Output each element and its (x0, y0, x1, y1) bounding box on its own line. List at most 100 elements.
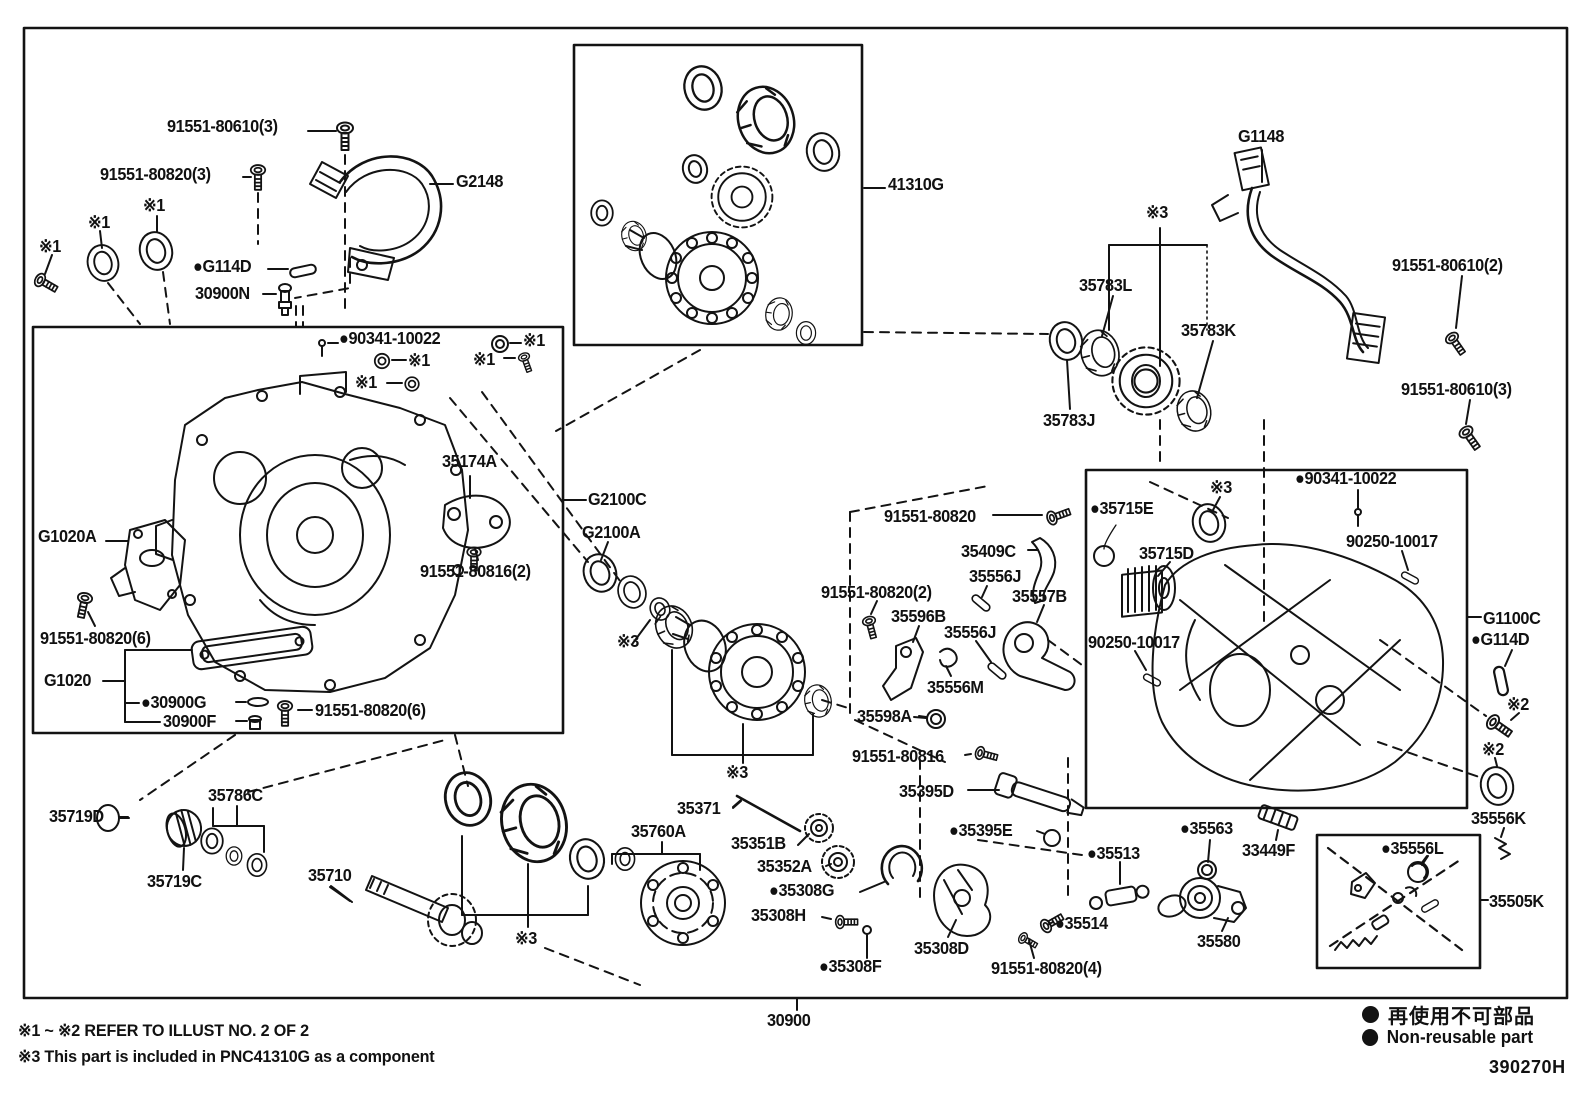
part-label-35556M[interactable]: 35556M (927, 677, 984, 697)
part-35395E-oring (1043, 829, 1061, 847)
footnote-ref-illust: ※1 ~ ※2 REFER TO ILLUST NO. 2 OF 2 (18, 1021, 309, 1040)
part-label-30900G[interactable]: ●30900G (141, 692, 207, 712)
part-label-9025010017[interactable]: 90250-10017 (1346, 531, 1438, 551)
part-label-G2148[interactable]: G2148 (456, 171, 504, 191)
part-label-35719D[interactable]: 35719D (49, 806, 104, 826)
part-label-91551806103[interactable]: 91551-80610(3) (167, 116, 278, 136)
part-label-35556J[interactable]: 35556J (969, 566, 1022, 586)
part-label-G1100C[interactable]: G1100C (1483, 608, 1541, 628)
part-label-9034110022[interactable]: ●90341-10022 (1295, 468, 1397, 488)
part-35174A-drawing (442, 475, 511, 572)
part-label-G2100C[interactable]: G2100C (588, 489, 647, 509)
part-label-35395D[interactable]: 35395D (899, 781, 954, 801)
footnote-pnc-component: ※3 This part is included in PNC41310G as… (18, 1047, 435, 1066)
part-label-35174A[interactable]: 35174A (442, 451, 497, 471)
part-label-35563[interactable]: ●35563 (1180, 818, 1233, 838)
part-G114D-30900N (262, 262, 318, 316)
part-label-35715E[interactable]: ●35715E (1090, 498, 1154, 518)
part-label-35308H[interactable]: 35308H (751, 905, 806, 925)
part-label-91551808202[interactable]: 91551-80820(2) (821, 582, 932, 602)
ref-marker-note1: ※1 (408, 350, 430, 370)
parts-shift-cluster (860, 504, 1085, 847)
ref-marker-note1: ※1 (39, 236, 61, 256)
part-label-35351B[interactable]: 35351B (731, 833, 786, 853)
part-label-9155180816[interactable]: 91551-80816 (852, 746, 944, 766)
part-35308G-horseshoe (880, 844, 924, 886)
part-label-91551808203[interactable]: 91551-80820(3) (100, 164, 211, 184)
part-label-35505K[interactable]: 35505K (1489, 891, 1544, 911)
part-label-G1020[interactable]: G1020 (44, 670, 92, 690)
part-label-G114D[interactable]: ●G114D (1471, 629, 1530, 649)
part-35710-shaft (330, 875, 483, 947)
part-label-9034110022[interactable]: ●90341-10022 (339, 328, 441, 348)
ref-marker-note1: ※1 (355, 372, 377, 392)
part-label-35783J[interactable]: 35783J (1043, 410, 1096, 430)
part-label-35783K[interactable]: 35783K (1181, 320, 1236, 340)
part-label-91551808204[interactable]: 91551-80820(4) (991, 958, 1102, 978)
part-label-35580[interactable]: 35580 (1197, 931, 1241, 951)
part-label-35556J[interactable]: 35556J (944, 622, 997, 642)
part-label-91551806103[interactable]: 91551-80610(3) (1401, 379, 1512, 399)
ref-marker-note1: ※1 (473, 349, 495, 369)
part-label-35786C[interactable]: 35786C (208, 785, 263, 805)
part-label-33449F[interactable]: 33449F (1242, 840, 1295, 860)
part-label-G114D[interactable]: ●G114D (193, 256, 252, 276)
box-case-group (31, 325, 565, 735)
part-label-35710[interactable]: 35710 (308, 865, 352, 885)
part-label-35308G[interactable]: ●35308G (769, 880, 835, 900)
part-label-35715D[interactable]: 35715D (1139, 543, 1194, 563)
part-label-35598A[interactable]: 35598A (857, 706, 912, 726)
illustration-number: 390270H (1489, 1057, 1566, 1077)
part-label-35719C[interactable]: 35719C (147, 871, 202, 891)
part-label-91551808162[interactable]: 91551-80816(2) (420, 561, 531, 581)
part-label-35556L[interactable]: ●35556L (1381, 838, 1444, 858)
part-label-G2100A[interactable]: G2100A (582, 522, 641, 542)
part-label-30900N[interactable]: 30900N (195, 283, 250, 303)
ref-marker-note3: ※3 (1146, 202, 1168, 222)
ref-marker-note1: ※1 (88, 212, 110, 232)
part-label-35514[interactable]: ●35514 (1055, 913, 1108, 933)
legend-en-text: Non-reusable part (1386, 1027, 1534, 1047)
part-label-35308F[interactable]: ●35308F (819, 956, 882, 976)
non-reusable-dot-icon (1362, 1006, 1379, 1023)
part-G2100-seals (562, 499, 674, 644)
part-transaxle-case-right (1093, 489, 1445, 792)
part-label-9025010017[interactable]: 90250-10017 (1088, 632, 1180, 652)
ref-marker-note3: ※3 (617, 631, 639, 651)
ref-marker-note1: ※1 (143, 195, 165, 215)
legend-jp-text: 再使用不可部品 (1388, 1006, 1535, 1028)
part-label-91551808206[interactable]: 91551-80820(6) (40, 628, 151, 648)
part-30900-plate-group (72, 590, 314, 730)
part-label-35760A[interactable]: 35760A (631, 821, 686, 841)
part-label-G1020A[interactable]: G1020A (38, 526, 97, 546)
part-G1020A-drawing (105, 519, 186, 611)
part-label-35352A[interactable]: 35352A (757, 856, 812, 876)
part-label-41310G[interactable]: 41310G (888, 174, 944, 194)
parts-input-shaft-group (96, 766, 726, 947)
legend-non-reusable-jp: 再使用不可部品 (1362, 1000, 1535, 1029)
part-label-91551806102[interactable]: 91551-80610(2) (1392, 255, 1503, 275)
part-label-30900[interactable]: 30900 (767, 1010, 811, 1030)
part-label-35371[interactable]: 35371 (677, 798, 721, 818)
part-label-9155180820[interactable]: 91551-80820 (884, 506, 976, 526)
parts-right-edge (1467, 616, 1520, 860)
box-35505K (1315, 833, 1482, 970)
parts-valve-cluster (1016, 804, 1299, 959)
ref-marker-note2: ※2 (1507, 694, 1529, 714)
part-label-35556K[interactable]: 35556K (1471, 808, 1526, 828)
fasteners-top-left (31, 121, 354, 297)
part-label-91551808206[interactable]: 91551-80820(6) (315, 700, 426, 720)
part-label-35308D[interactable]: 35308D (914, 938, 969, 958)
part-G1148-drawing (1211, 146, 1485, 454)
part-label-35409C[interactable]: 35409C (961, 541, 1016, 561)
part-label-35557B[interactable]: 35557B (1012, 586, 1067, 606)
part-label-35395E[interactable]: ●35395E (949, 820, 1013, 840)
part-label-35783L[interactable]: 35783L (1079, 275, 1132, 295)
non-reusable-dot-icon (1362, 1029, 1379, 1046)
ref-marker-note3: ※3 (726, 762, 748, 782)
part-35505K-kit (1326, 846, 1464, 952)
part-label-35596B[interactable]: 35596B (891, 606, 946, 626)
part-label-35513[interactable]: ●35513 (1087, 843, 1140, 863)
part-label-G1148[interactable]: G1148 (1238, 126, 1285, 146)
part-label-30900F[interactable]: 30900F (163, 711, 216, 731)
